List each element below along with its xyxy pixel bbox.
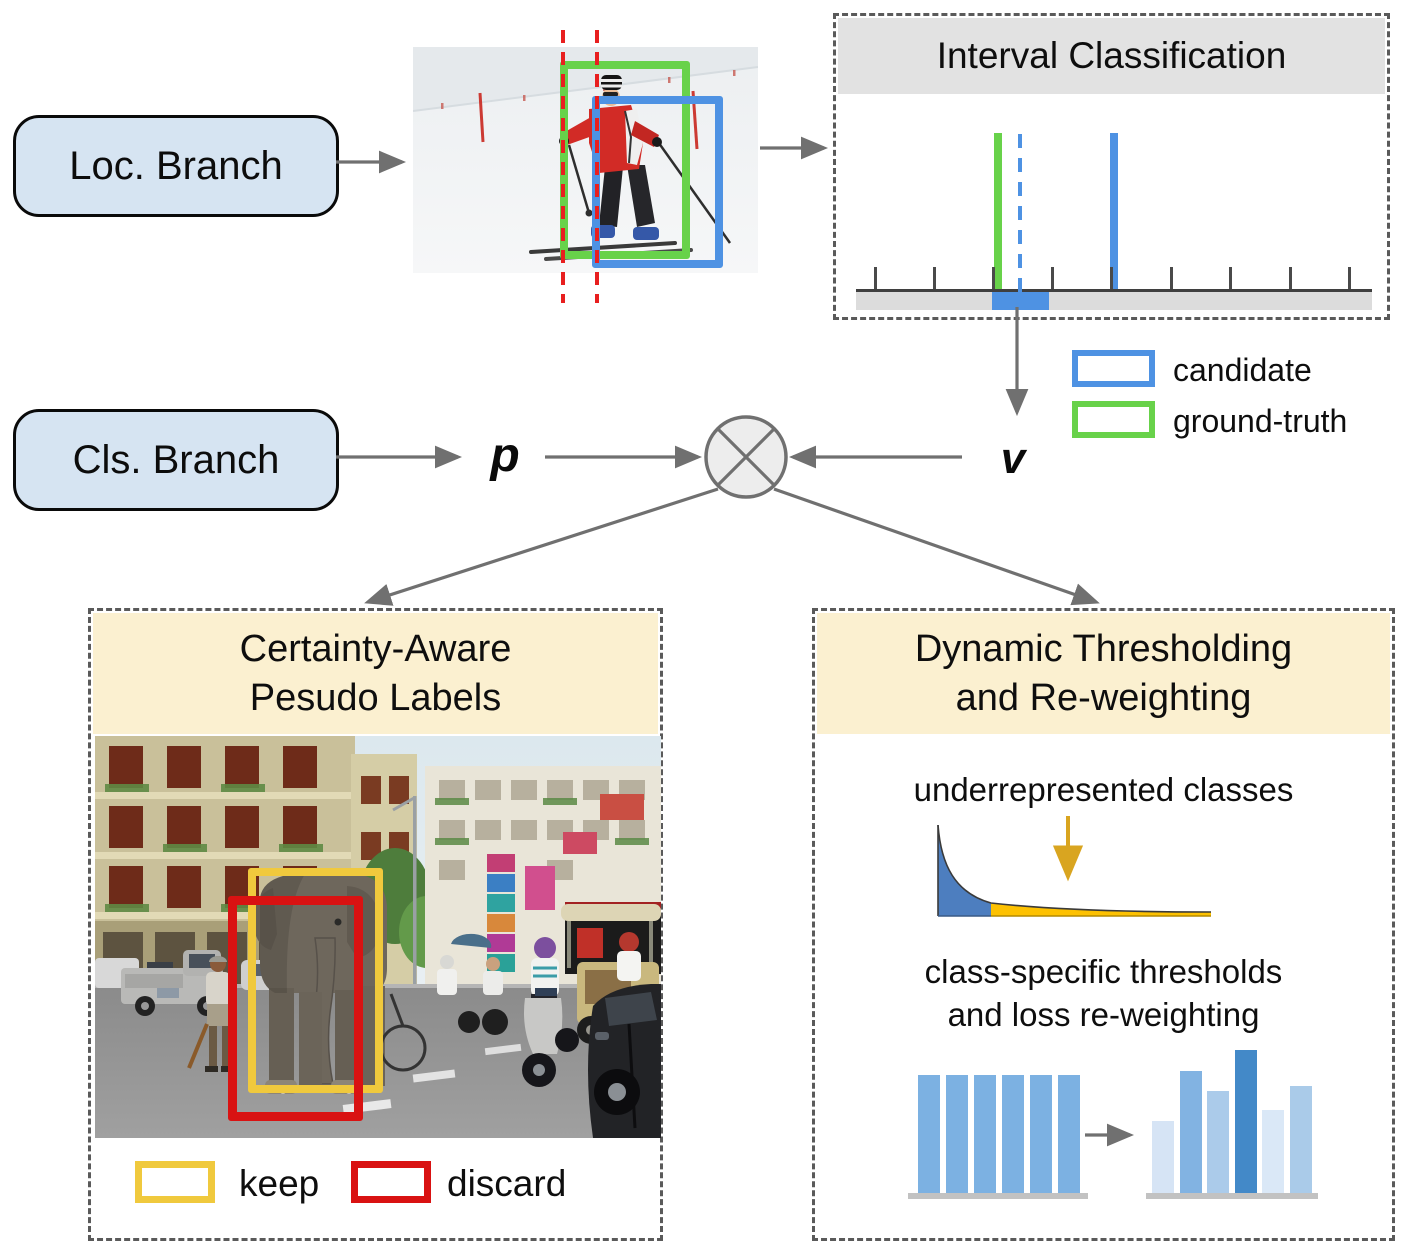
pickup-truck bbox=[121, 950, 223, 1016]
cls-branch-node[interactable]: Cls. Branch bbox=[13, 409, 339, 511]
dynamic-panel-title-line2: and Re-weighting bbox=[955, 676, 1252, 719]
class-bar bbox=[946, 1075, 968, 1193]
interval-tick bbox=[874, 267, 877, 289]
class-bar bbox=[1002, 1075, 1024, 1193]
ground-truth-spike bbox=[994, 133, 1002, 289]
interval-tick bbox=[1348, 267, 1351, 289]
ski-scene-illustration bbox=[413, 47, 758, 273]
class-bar bbox=[974, 1075, 996, 1193]
interval-boundary-line-left bbox=[561, 30, 565, 303]
interval-tick bbox=[1170, 267, 1173, 289]
interval-strip bbox=[856, 292, 1372, 310]
mahout-figure bbox=[187, 956, 234, 1072]
interval-tick bbox=[933, 267, 936, 289]
long-tail-distribution-chart bbox=[937, 824, 1212, 917]
street-scene-photo bbox=[95, 736, 661, 1138]
black-car bbox=[588, 984, 661, 1138]
class-bar bbox=[1179, 1071, 1202, 1193]
pseudo-panel-title-line2: Pesudo Labels bbox=[249, 676, 502, 719]
interval-center-dashed-line bbox=[1018, 134, 1022, 310]
discard-legend-label: discard bbox=[447, 1163, 567, 1204]
candidate-legend-swatch bbox=[1072, 350, 1155, 387]
interval-panel-header: Interval Classification bbox=[838, 18, 1385, 94]
dynamic-panel-title-line1: Dynamic Thresholding bbox=[914, 627, 1293, 670]
pseudo-panel-header: Certainty-Aware Pesudo Labels bbox=[93, 613, 658, 734]
interval-plot bbox=[836, 16, 1387, 317]
chart-baseline bbox=[908, 1193, 1088, 1199]
class-specific-caption-line2: and loss re-weighting bbox=[947, 995, 1260, 1033]
class-specific-caption: class-specific thresholds and loss re-we… bbox=[815, 951, 1392, 1037]
multiply-operator bbox=[704, 415, 788, 499]
interval-axis bbox=[856, 289, 1372, 292]
interval-tick bbox=[1110, 267, 1113, 289]
uniform-threshold-bar-chart bbox=[908, 1069, 1088, 1199]
class-bar bbox=[1058, 1075, 1080, 1193]
interval-tick bbox=[1289, 267, 1292, 289]
interval-panel-title: Interval Classification bbox=[936, 35, 1287, 77]
class-specific-caption-line1: class-specific thresholds bbox=[924, 953, 1283, 990]
ground-truth-legend-swatch bbox=[1072, 401, 1155, 438]
class-bar bbox=[1030, 1075, 1052, 1193]
class-specific-bar-chart bbox=[1146, 1043, 1318, 1199]
class-bar bbox=[1207, 1091, 1229, 1193]
pseudo-labels-panel: Certainty-Aware Pesudo Labels bbox=[88, 608, 663, 1241]
dynamic-panel-header: Dynamic Thresholding and Re-weighting bbox=[817, 613, 1390, 734]
loc-branch-node[interactable]: Loc. Branch bbox=[13, 115, 339, 217]
keep-legend-label: keep bbox=[239, 1163, 320, 1204]
ground-truth-legend-label: ground-truth bbox=[1173, 403, 1348, 439]
cls-branch-label: Cls. Branch bbox=[72, 437, 280, 482]
candidate-spike bbox=[1110, 133, 1118, 289]
class-bar bbox=[1262, 1110, 1284, 1193]
interval-tick bbox=[1229, 267, 1232, 289]
discard-legend-swatch bbox=[351, 1161, 431, 1203]
underrepresented-caption: underrepresented classes bbox=[913, 771, 1294, 808]
background-riders bbox=[437, 933, 508, 1035]
class-bar bbox=[1234, 1050, 1257, 1193]
interval-boundary-line-right bbox=[595, 30, 599, 303]
class-bar bbox=[1289, 1086, 1312, 1193]
v-symbol: v bbox=[1000, 434, 1026, 483]
moto-rider bbox=[522, 937, 579, 1087]
interval-tick bbox=[1051, 267, 1054, 289]
class-bar bbox=[918, 1075, 940, 1193]
ski-photo bbox=[413, 47, 758, 273]
loc-branch-label: Loc. Branch bbox=[69, 143, 283, 188]
dynamic-thresholding-panel: Dynamic Thresholding and Re-weighting un… bbox=[812, 608, 1395, 1241]
pseudo-panel-title-line1: Certainty-Aware bbox=[239, 627, 512, 670]
interval-tick bbox=[992, 267, 995, 289]
discard-bbox bbox=[228, 896, 363, 1121]
class-bar bbox=[1152, 1121, 1174, 1193]
chart-baseline bbox=[1146, 1193, 1318, 1199]
p-symbol: p bbox=[490, 429, 520, 482]
keep-legend-swatch bbox=[135, 1161, 215, 1203]
interval-classification-panel: Interval Classification bbox=[833, 13, 1390, 320]
candidate-legend-label: candidate bbox=[1173, 352, 1312, 388]
keep-bbox bbox=[248, 868, 383, 1093]
